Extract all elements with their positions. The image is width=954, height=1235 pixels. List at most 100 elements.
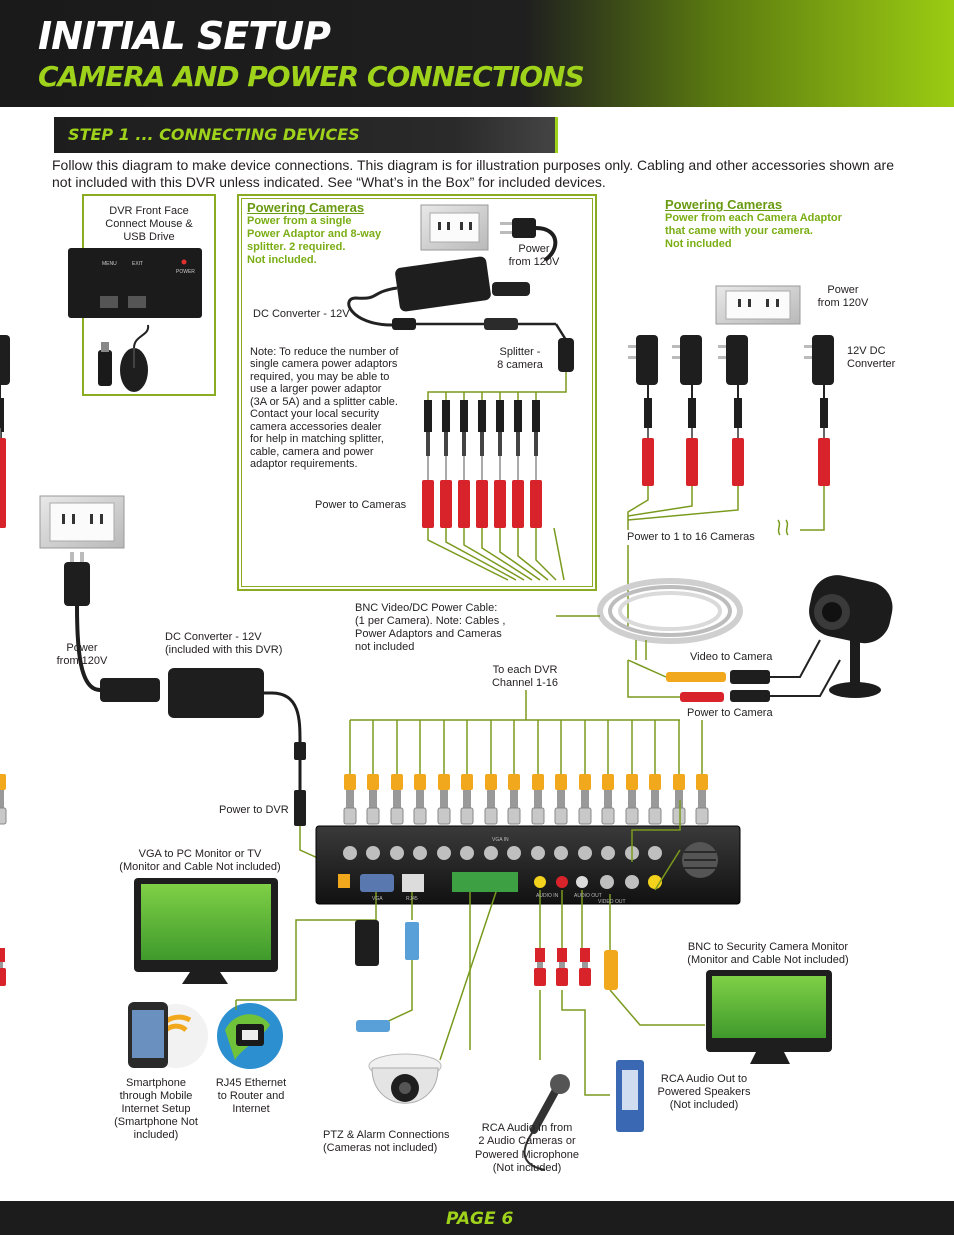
splitter-box-inner — [241, 198, 593, 587]
rca-out-line1: Powered Speakers — [657, 1086, 751, 1098]
powering-a-note-0: Note: To reduce the number of — [250, 346, 399, 358]
smartphone-line2: Internet Setup — [121, 1103, 191, 1115]
smartphone-line3: (Smartphone Not — [114, 1116, 198, 1128]
rca-in-line3: (Not included) — [492, 1162, 562, 1174]
powering-a-power-to-cameras: Power to Cameras — [315, 499, 407, 511]
powering-a-splitter2: 8 camera — [497, 359, 543, 371]
dvr-front-line3: USB Drive — [123, 231, 175, 243]
dvr-rear-audio-in: AUDIO IN — [536, 893, 559, 899]
dvr-front-title: DVR Front Face — [109, 205, 189, 217]
globe-icon — [217, 1003, 283, 1069]
powering-b-power1: Power — [827, 284, 859, 296]
powering-b-converter2: Converter — [847, 358, 896, 370]
page-subtitle: Camera and Power Connections — [38, 60, 585, 93]
powering-a-note-6: camera accessories dealer — [250, 421, 382, 433]
splitter-out-wires — [427, 527, 565, 581]
bnc-monitor-line1: BNC to Security Camera Monitor — [687, 941, 849, 953]
powering-a-power1: Power — [518, 243, 550, 255]
smartphone-line1: through Mobile — [119, 1090, 193, 1102]
ac-plug-a — [500, 218, 558, 262]
splitter-wires — [427, 372, 567, 400]
power-to-camera-label: Power to Camera — [687, 707, 773, 719]
powering-b-converter1: 12V DC — [847, 345, 886, 357]
camera-cable-ends — [666, 639, 841, 702]
page-title: Initial Setup — [38, 14, 331, 58]
powering-a-note-9: adaptor requirements. — [250, 458, 358, 470]
powering-b-line3: Not included — [665, 238, 732, 250]
smartphone-line0: Smartphone — [126, 1077, 186, 1089]
powering-a-note-1: single camera power adaptors — [250, 358, 398, 370]
dvr-front-power-label: POWER — [176, 269, 195, 275]
step-banner: Step 1 ... Connecting Devices — [54, 117, 558, 153]
dvr-dc-line1: DC Converter - 12V — [165, 631, 262, 643]
channel-distribution — [349, 719, 703, 774]
powering-b-line1: Power from each Camera Adaptor — [665, 212, 842, 224]
powering-b-power-to-cams: Power to 1 to 16 Cameras — [627, 531, 755, 543]
powering-a-splitter1: Splitter - — [499, 346, 541, 358]
vga-line2: (Monitor and Cable Not included) — [119, 861, 281, 873]
powering-a-dc-converter: DC Converter - 12V — [253, 308, 350, 320]
bnc-cable-line2: (1 per Camera). Note: Cables , — [355, 615, 506, 627]
bnc-monitor-line2: (Monitor and Cable Not included) — [687, 954, 849, 966]
dvr-rear-rj45: RJ45 — [406, 896, 418, 902]
microphone-icon — [523, 1074, 570, 1171]
bnc-cable-line3: Power Adaptors and Cameras — [355, 628, 502, 640]
outlet-plate-a — [420, 204, 489, 251]
powering-a-heading: Powering Cameras — [247, 200, 365, 215]
rca-in-line0: RCA Audio In from — [481, 1122, 573, 1134]
bnc-connectors — [0, 773, 709, 825]
powering-a-note-5: Contact your local security — [250, 408, 379, 420]
coil-wires — [525, 615, 680, 720]
smartphone-line4: included) — [133, 1129, 179, 1141]
powering-b-line2: that came with your camera. — [665, 225, 813, 237]
rca-in-line1: 2 Audio Cameras or — [478, 1135, 576, 1147]
rj45-line1: to Router and — [217, 1090, 285, 1102]
usb-drive-icon — [98, 342, 112, 386]
dvr-front-exit-label: EXIT — [132, 261, 144, 267]
pc-monitor-icon — [134, 878, 278, 984]
bnc-cable-line1: BNC Video/DC Power Cable: — [355, 602, 498, 614]
to-dvr-line1: To each DVR — [492, 664, 558, 676]
ptz-line2: (Cameras not included) — [323, 1142, 438, 1154]
left-power-line1: Power — [66, 642, 98, 654]
rj45-line0: RJ45 Ethernet — [215, 1077, 287, 1089]
powering-a-note-2: required, you may be able to — [250, 371, 390, 383]
page-header: Initial Setup Camera and Power Connectio… — [0, 0, 954, 107]
dvr-power-adaptor — [100, 668, 341, 869]
page-footer: Page 6 — [0, 1201, 954, 1235]
rca-plugs — [0, 948, 618, 990]
left-power-line2: from 120V — [56, 655, 108, 667]
bnc-cable-coil — [597, 578, 743, 644]
rca-out-line0: RCA Audio Out to — [660, 1073, 748, 1085]
dome-camera-icon — [368, 1053, 442, 1104]
powering-a-note-4: (3A or 5A) and a splitter cable. — [250, 396, 398, 408]
to-dvr-line2: Channel 1-16 — [491, 677, 559, 689]
outlet-plate-b — [715, 285, 801, 325]
bnc-cable-line4: not included — [355, 641, 415, 653]
video-to-camera-label: Video to Camera — [690, 651, 773, 663]
powering-a-note-3: use a larger power adaptor — [250, 383, 382, 395]
power-to-dvr-label: Power to DVR — [219, 804, 289, 816]
rj45-line2: Internet — [232, 1103, 270, 1115]
powering-a-line4: Not included. — [247, 254, 317, 266]
dvr-front-menu-label: MENU — [102, 261, 117, 267]
powering-b-power2: from 120V — [817, 297, 869, 309]
dvr-rear-wires — [236, 800, 705, 1096]
ac-plug-left — [64, 552, 101, 692]
ptz-line1: PTZ & Alarm Connections — [323, 1129, 450, 1141]
powering-a-note-7: for help in matching splitter, — [250, 433, 384, 445]
vga-line1: VGA to PC Monitor or TV — [138, 848, 262, 860]
speaker-icon — [616, 1060, 644, 1132]
camera-adaptors — [0, 334, 835, 487]
dvr-rear-panel — [315, 825, 741, 905]
dvr-rear-vga-in: VGA IN — [492, 837, 509, 843]
page-number: Page 6 — [446, 1209, 514, 1229]
outlet-plate-left — [39, 495, 125, 549]
dvr-rear-video-out: VIDEO OUT — [598, 899, 626, 905]
security-monitor-icon — [706, 970, 832, 1064]
powering-a-note-8: cable, camera and power — [250, 446, 374, 458]
dvr-front-line2: Connect Mouse & — [105, 218, 193, 230]
vga-and-rj45-connectors — [355, 920, 419, 1032]
smartphone-icon — [128, 1002, 208, 1068]
